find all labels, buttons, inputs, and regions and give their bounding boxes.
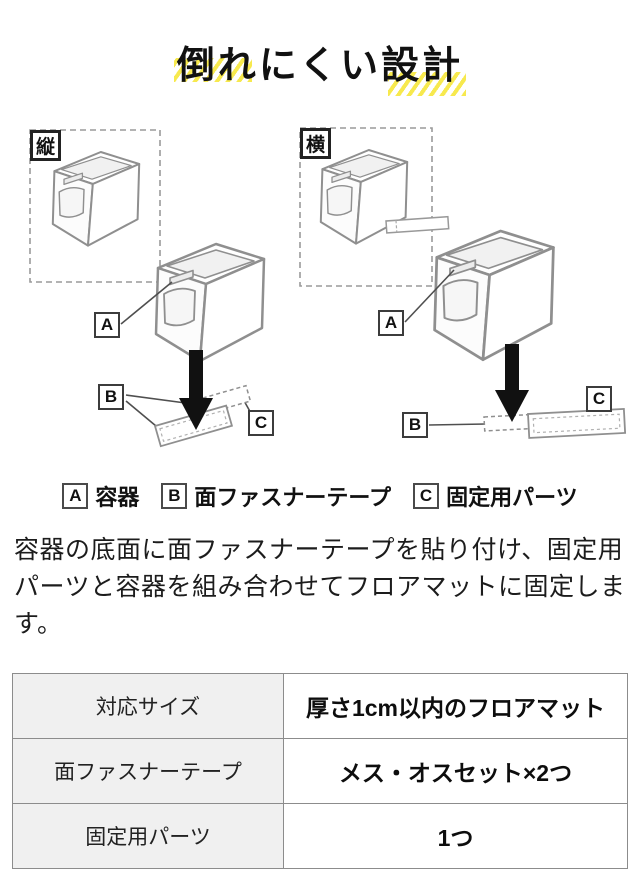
legend-marker-b: B xyxy=(161,483,188,509)
legend-marker-c: C xyxy=(413,483,440,509)
table-row: 面ファスナーテープ メス・オスセット×2つ xyxy=(12,738,628,804)
horizontal-frame xyxy=(299,127,433,287)
down-arrow-icon-right xyxy=(495,344,529,422)
marker-a-left: A xyxy=(94,312,120,338)
title-accent-stripe-right xyxy=(388,72,466,96)
large-container-right xyxy=(433,229,555,362)
spec-header-fastener-tape: 面ファスナーテープ xyxy=(12,738,284,804)
legend-label-fastener-tape: 面ファスナーテープ xyxy=(194,485,392,510)
spec-value-fastener-tape: メス・オスセット×2つ xyxy=(283,738,628,804)
legend-item-fastener-tape: B 面ファスナーテープ xyxy=(161,480,391,512)
marker-c-right: C xyxy=(586,386,612,412)
fastener-tape-strip-right xyxy=(483,413,532,432)
orientation-label-horizontal: 横 xyxy=(300,128,331,159)
spec-value-size: 厚さ1cm以内のフロアマット xyxy=(283,673,628,739)
small-container-vertical xyxy=(51,150,141,247)
legend-label-container: 容器 xyxy=(95,485,140,510)
legend: A 容器 B 面ファスナーテープ C 固定用パーツ xyxy=(0,474,640,518)
table-row: 対応サイズ 厚さ1cm以内のフロアマット xyxy=(12,673,628,739)
orientation-label-vertical: 縦 xyxy=(30,130,61,161)
legend-label-fixing-parts: 固定用パーツ xyxy=(446,485,578,510)
page-title: 倒れにくい設計 xyxy=(176,45,464,87)
marker-b-left: B xyxy=(98,384,124,410)
down-arrow-icon-left xyxy=(179,350,213,430)
legend-item-container: A 容器 xyxy=(62,480,139,512)
side-fixing-part xyxy=(385,215,450,234)
fixing-part-strip-right xyxy=(527,408,627,439)
spec-value-fixing-parts: 1つ xyxy=(283,803,628,869)
marker-c-left: C xyxy=(248,410,274,436)
title-accent-stripe-left xyxy=(174,58,252,82)
header: 倒れにくい設計 xyxy=(0,0,640,118)
installation-diagram: 縦 横 A B C A B C xyxy=(0,118,640,474)
spec-header-fixing-parts: 固定用パーツ xyxy=(12,803,284,869)
vertical-frame xyxy=(29,129,161,283)
table-row: 固定用パーツ 1つ xyxy=(12,803,628,869)
marker-a-right: A xyxy=(378,310,404,336)
legend-item-fixing-parts: C 固定用パーツ xyxy=(413,480,578,512)
diagram-artwork xyxy=(29,127,627,448)
legend-marker-a: A xyxy=(62,483,89,509)
marker-b-right: B xyxy=(402,412,428,438)
spec-table: 対応サイズ 厚さ1cm以内のフロアマット 面ファスナーテープ メス・オスセット×… xyxy=(12,673,628,869)
description-text: 容器の底面に面ファスナーテープを貼り付け、固定用パーツと容器を組み合わせてフロア… xyxy=(14,536,626,638)
large-container-left xyxy=(154,242,266,363)
spec-header-size: 対応サイズ xyxy=(12,673,284,739)
